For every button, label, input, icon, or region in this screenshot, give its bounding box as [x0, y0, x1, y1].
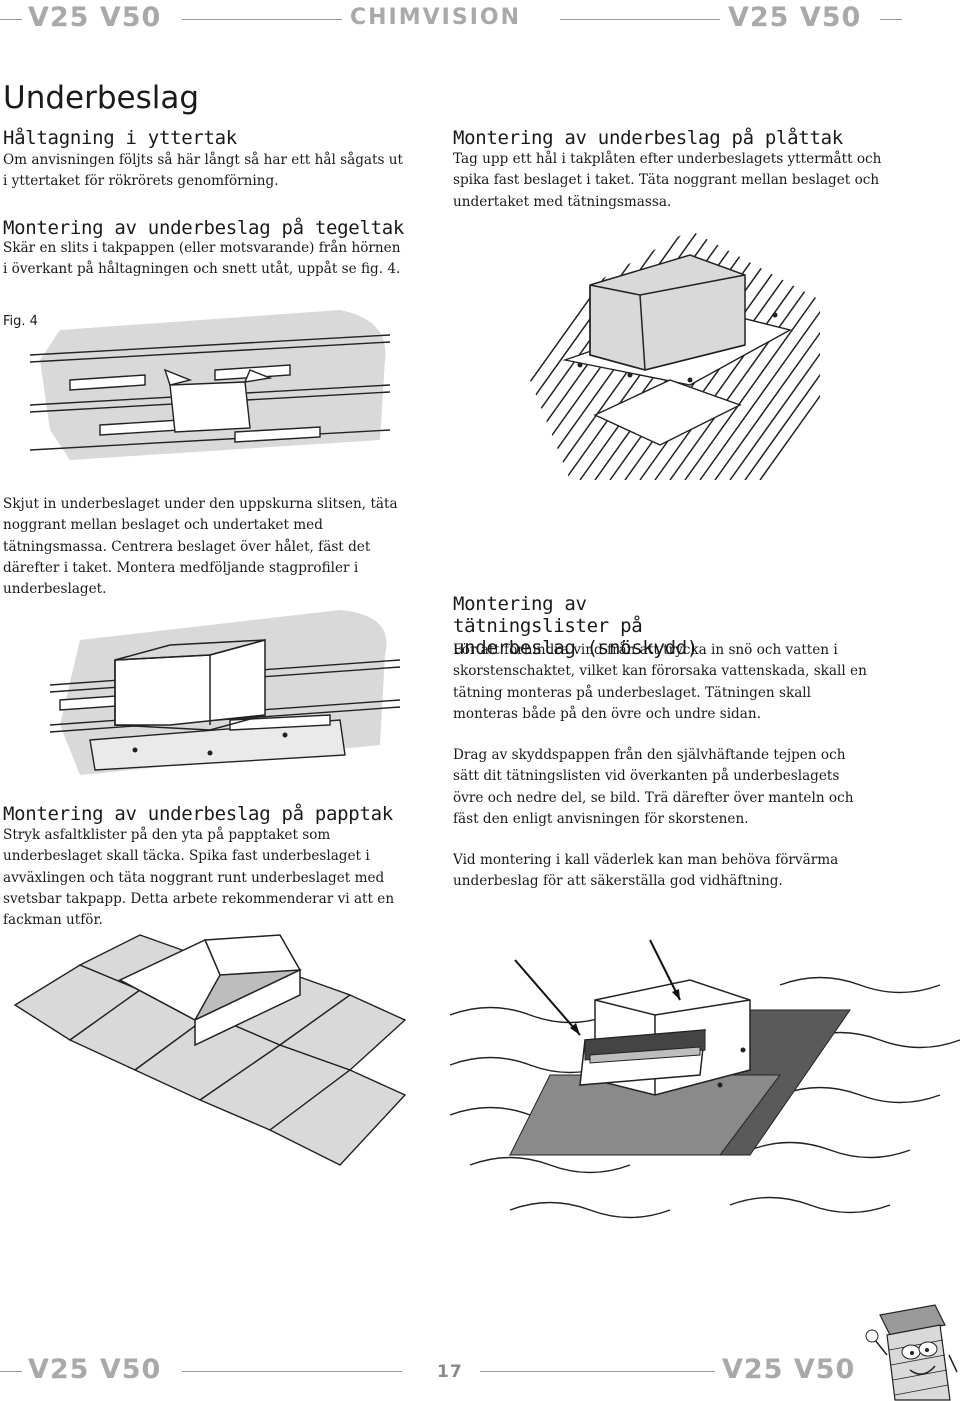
footer-brand-left: V25 V50 — [28, 1354, 162, 1385]
header-brand-left: V25 V50 — [28, 2, 162, 33]
page-title: Underbeslag — [3, 80, 200, 116]
header-rule-center-right — [560, 19, 720, 20]
body-haltagning: Om anvisningen följts så här långt så ha… — [3, 152, 403, 190]
metal-roof-illustration — [510, 230, 820, 480]
body-papptak: Stryk asfaltklister på den yta på pappta… — [3, 827, 395, 929]
body-tatningslister-1: För att förhindra vind från att trycka i… — [453, 642, 867, 722]
felt-roof-illustration — [13, 934, 407, 1166]
heading-tatningslister: Montering av tätningslister på underbesl… — [453, 593, 699, 659]
header-brand-center: CHIMVISION — [350, 5, 521, 30]
header-rule-left — [0, 19, 22, 20]
chimney-mascot-icon — [865, 1304, 958, 1401]
heading-tegeltak: Montering av underbeslag på tegeltak — [3, 217, 405, 239]
header-brand-right: V25 V50 — [728, 2, 862, 33]
flashing-on-tile-illustration — [49, 610, 401, 775]
body-tatningslister-3: Vid montering i kall väderlek kan man be… — [453, 852, 839, 890]
body-skjut: Skjut in underbeslaget under den uppskur… — [3, 496, 398, 598]
header-rule-center-left — [182, 19, 342, 20]
heading-haltagning: Håltagning i yttertak — [3, 127, 237, 149]
body-tegeltak: Skär en slits i takpappen (eller motsvar… — [3, 240, 401, 278]
footer-rule-center-right — [480, 1371, 715, 1372]
footer-rule-center-left — [182, 1371, 402, 1372]
footer-rule-left — [0, 1371, 22, 1372]
fig4-illustration — [29, 310, 391, 460]
header-rule-right — [880, 19, 902, 20]
body-tatningslister-2: Drag av skyddspappen från den självhäfta… — [453, 747, 854, 827]
figure-label: Fig. 4 — [3, 314, 38, 329]
seal-strip-illustration — [449, 939, 960, 1219]
page-number: 17 — [437, 1362, 463, 1382]
body-plattak: Tag upp ett hål i takplåten efter underb… — [453, 151, 882, 210]
heading-papptak: Montering av underbeslag på papptak — [3, 803, 393, 825]
heading-plattak: Montering av underbeslag på plåttak — [453, 127, 843, 149]
footer-brand-right: V25 V50 — [722, 1354, 856, 1385]
